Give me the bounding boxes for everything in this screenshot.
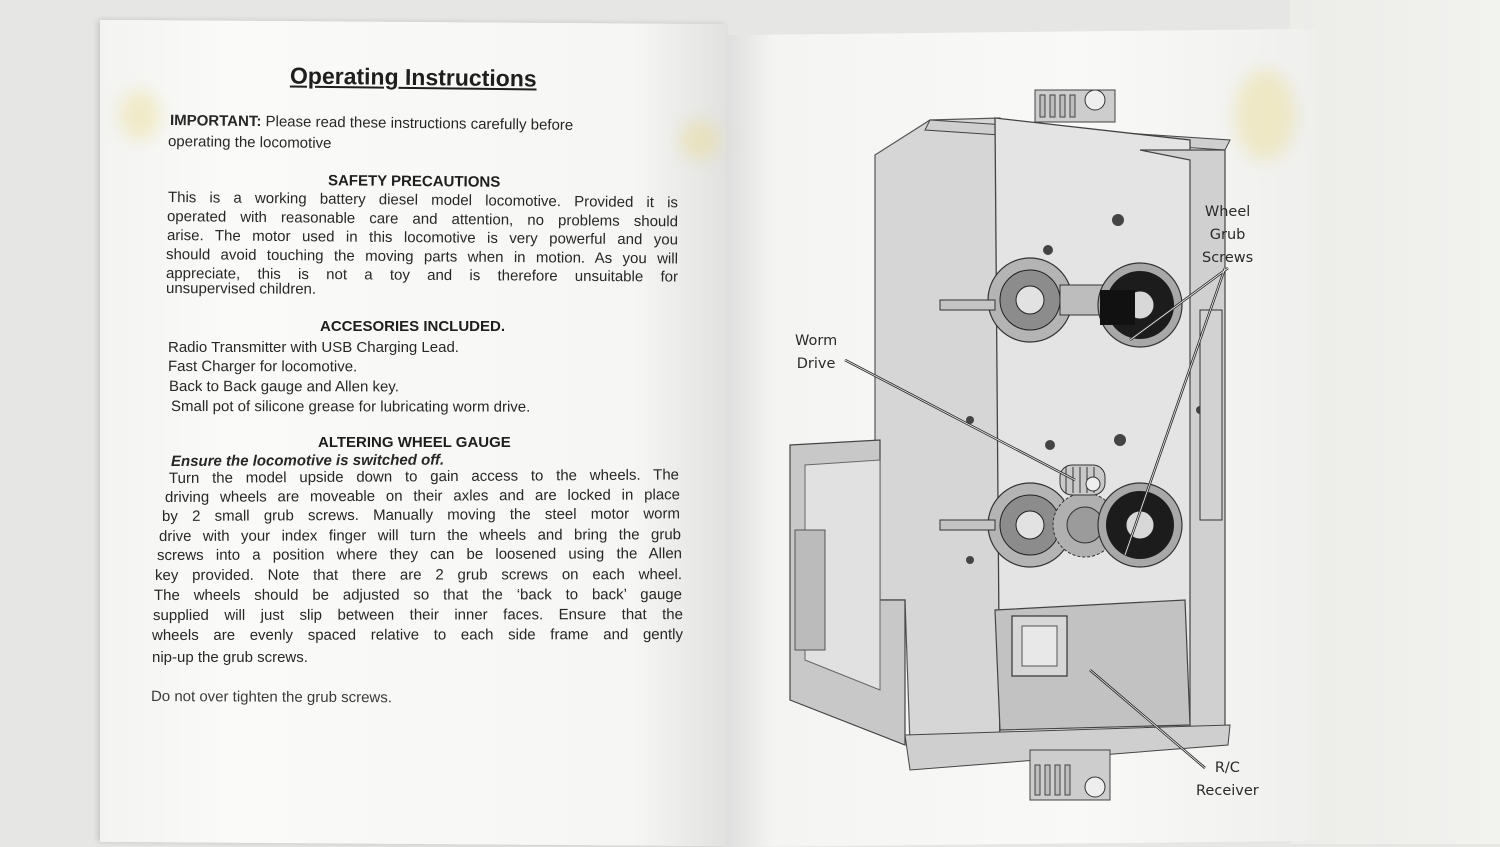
paper-stain <box>120 90 160 140</box>
accessory-item: Radio Transmitter with USB Charging Lead… <box>168 339 459 356</box>
gauge-heading: ALTERING WHEEL GAUGE <box>318 434 511 451</box>
callout-line: Worm <box>795 333 838 349</box>
wheel-grub-screws-label: Wheel Grub Screws <box>1202 201 1253 270</box>
callout-line: Grub <box>1209 227 1246 243</box>
worm-drive-label: Worm Drive <box>795 330 837 376</box>
accessories-heading: ACCESORIES INCLUDED. <box>320 318 506 335</box>
rc-receiver-label: R/C Receiver <box>1196 757 1259 803</box>
gauge-text-line: nip-up the grub screws. <box>152 649 308 666</box>
paper-stain <box>1235 70 1295 160</box>
callout-line: Wheel <box>1204 204 1251 220</box>
callout-line: Drive <box>796 356 836 372</box>
chassis-drawing <box>789 89 1231 801</box>
callout-line: Screws <box>1202 250 1254 266</box>
callout-line: Receiver <box>1196 783 1259 799</box>
paper-stain <box>680 120 720 160</box>
callout-line: R/C <box>1214 760 1240 776</box>
table-surface <box>1290 0 1500 844</box>
